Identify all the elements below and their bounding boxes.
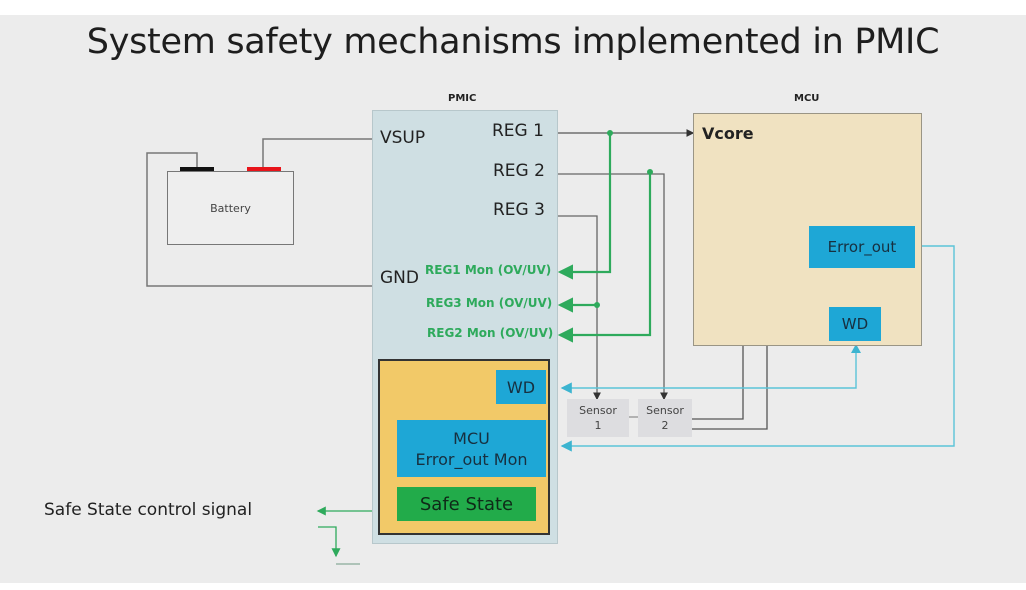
pmic-header: PMIC (448, 93, 477, 104)
wire-error-out-to-monitor (560, 245, 955, 452)
wire-sensor2-out-to-mcu-b (692, 331, 771, 430)
wire-reg1-monitor (557, 133, 612, 280)
slide-title: System safety mechanisms implemented in … (86, 22, 940, 62)
battery: Battery (167, 171, 294, 245)
mcu-error-out-monitor-block: MCU Error_out Mon (397, 420, 546, 477)
sensor-1: Sensor 1 (567, 399, 629, 437)
pmic-pin-reg1: REG 1 (492, 121, 544, 141)
mcu-header: MCU (794, 93, 820, 104)
reg3-monitor-label: REG3 Mon (OV/UV) (426, 296, 553, 310)
wire-reg3-to-sensor1 (556, 215, 601, 401)
safe-state-block: Safe State (397, 487, 536, 521)
pmic-pin-reg2: REG 2 (493, 161, 545, 181)
battery-label: Battery (210, 201, 251, 215)
mcu-error-out-block: Error_out (809, 226, 915, 268)
pmic-pin-vsup: VSUP (380, 128, 426, 148)
pmic-wd-block: WD (496, 370, 546, 404)
mcu-wd-block: WD (829, 307, 881, 341)
junction-reg3 (594, 302, 600, 308)
safe-state-control-signal-label: Safe State control signal (44, 500, 253, 520)
pmic-pin-gnd: GND (380, 268, 419, 288)
wire-sensor2-out-to-mcu-a (692, 331, 747, 420)
wire-safe-state-ground (318, 526, 341, 558)
reg1-monitor-label: REG1 Mon (OV/UV) (425, 263, 552, 277)
mcu-vcore-label: Vcore (702, 124, 754, 143)
arrow-to-mcu-wd (851, 344, 861, 353)
wire-battery-positive-to-vsup (262, 138, 372, 167)
wire-wd-link (560, 345, 857, 394)
wire-battery-negative-to-gnd (146, 152, 372, 287)
wire-reg2-monitor (557, 172, 652, 343)
reg2-monitor-label: REG2 Mon (OV/UV) (427, 326, 554, 340)
wire-reg2-to-sensor2 (556, 173, 668, 401)
sensor-2: Sensor 2 (638, 399, 692, 437)
pmic-pin-reg3: REG 3 (493, 200, 545, 220)
junction-reg1 (607, 130, 613, 136)
junction-reg2 (647, 169, 653, 175)
